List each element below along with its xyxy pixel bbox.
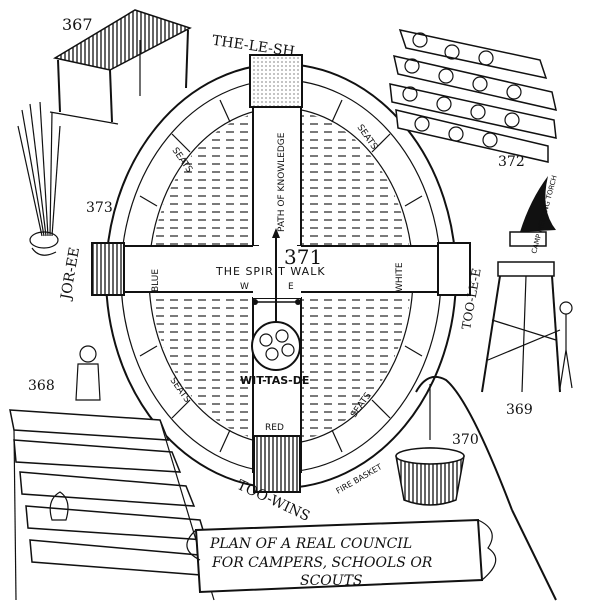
- banner-line-3: SCOUTS: [300, 573, 363, 589]
- figure-369: 369: [506, 402, 533, 418]
- woodpile-illustration: 372: [389, 28, 557, 170]
- torch-stand-illustration: 369 CAMP MEETING TORCH: [481, 174, 573, 418]
- figure-371: 371: [284, 245, 322, 269]
- torch-bundle-illustration: 373: [17, 101, 113, 256]
- west-name: JOR-EE: [58, 246, 83, 303]
- seat-dividers: [139, 99, 423, 453]
- shelter-illustration: 367: [49, 9, 192, 125]
- spirit-walk-label: THE SPIRIT WALK: [215, 265, 326, 278]
- council-fire: [251, 318, 301, 371]
- compass: W E: [240, 228, 301, 318]
- compass-w: W: [240, 282, 249, 292]
- figure-368: 368: [28, 378, 55, 394]
- red-label: RED: [265, 423, 284, 433]
- figure-370: 370: [452, 432, 479, 448]
- figure-373: 373: [86, 200, 113, 216]
- path-west: [119, 245, 259, 293]
- basket-annotation: FIRE BASKET: [335, 462, 384, 496]
- path-of-knowledge-label: PATH OF KNOWLEDGE: [277, 132, 287, 232]
- north-square: [249, 54, 303, 108]
- compass-e: E: [288, 282, 294, 292]
- figure-367: 367: [62, 15, 93, 34]
- white-label: WHITE: [395, 262, 405, 292]
- figure-372: 372: [498, 154, 525, 170]
- blue-label: BLUE: [151, 269, 161, 292]
- south-square-red: [253, 435, 301, 493]
- fire-name-label: WIT-TAS-DE: [240, 374, 309, 387]
- west-square-blue: [91, 242, 125, 296]
- title-banner: PLAN OF A REAL COUNCIL FOR CAMPERS, SCHO…: [186, 518, 497, 594]
- path-east: [297, 245, 443, 293]
- east-square-white: [437, 242, 471, 296]
- banner-line-1: PLAN OF A REAL COUNCIL: [209, 536, 412, 552]
- banner-line-2: FOR CAMPERS, SCHOOLS OR: [211, 555, 433, 571]
- council-ring: SEATS SEATS SEATS SEATS BLUE WHITE RED P…: [91, 54, 471, 493]
